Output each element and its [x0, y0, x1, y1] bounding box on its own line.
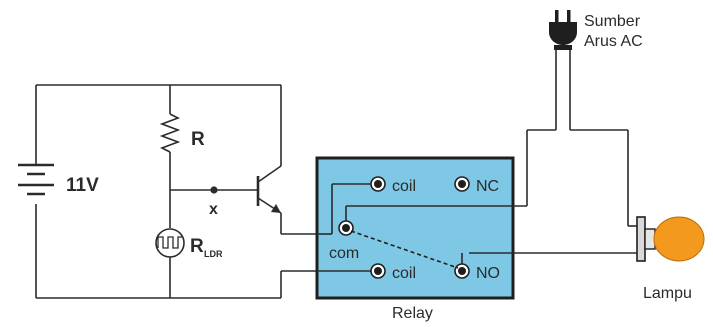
no-label: NO — [476, 265, 500, 282]
node-label: x — [209, 201, 218, 218]
lamp: Lampu — [636, 216, 705, 302]
ldr-symbol — [155, 228, 185, 258]
coil-top-label: coil — [392, 178, 416, 195]
ac-plug: Sumber Arus AC — [549, 10, 643, 50]
transistor-emitter-arrow — [271, 204, 281, 213]
battery: 11V — [18, 85, 99, 298]
plug-prong-left — [555, 10, 559, 22]
com-to-plug-wire — [345, 50, 557, 221]
ac-source-label-line2: Arus AC — [584, 33, 643, 50]
nc-label: NC — [476, 178, 499, 195]
com-label: com — [329, 245, 359, 262]
lamp-label: Lampu — [643, 285, 692, 302]
battery-voltage-label: 11V — [66, 175, 99, 196]
relay-label: Relay — [392, 305, 433, 322]
plug-prong-right — [567, 10, 571, 22]
resistor: R — [159, 85, 205, 228]
plug-body — [549, 22, 577, 45]
node-dot — [210, 186, 218, 194]
switch-contact-dashed — [350, 230, 459, 269]
ac-source-label-line1: Sumber — [584, 13, 641, 30]
ldr-label-main: R — [190, 236, 204, 257]
node-x: x — [170, 186, 258, 218]
relay: coil coil NC NO com Relay — [315, 156, 515, 322]
lamp-bulb — [653, 216, 705, 262]
transistor — [256, 85, 317, 235]
ldr-label-sub: LDR — [204, 249, 223, 259]
ldr: R LDR — [155, 228, 223, 298]
resistor-label: R — [191, 129, 205, 150]
plug-to-lamp-wire — [569, 50, 637, 227]
lamp-base — [636, 216, 646, 262]
coil-bottom-label: coil — [392, 265, 416, 282]
